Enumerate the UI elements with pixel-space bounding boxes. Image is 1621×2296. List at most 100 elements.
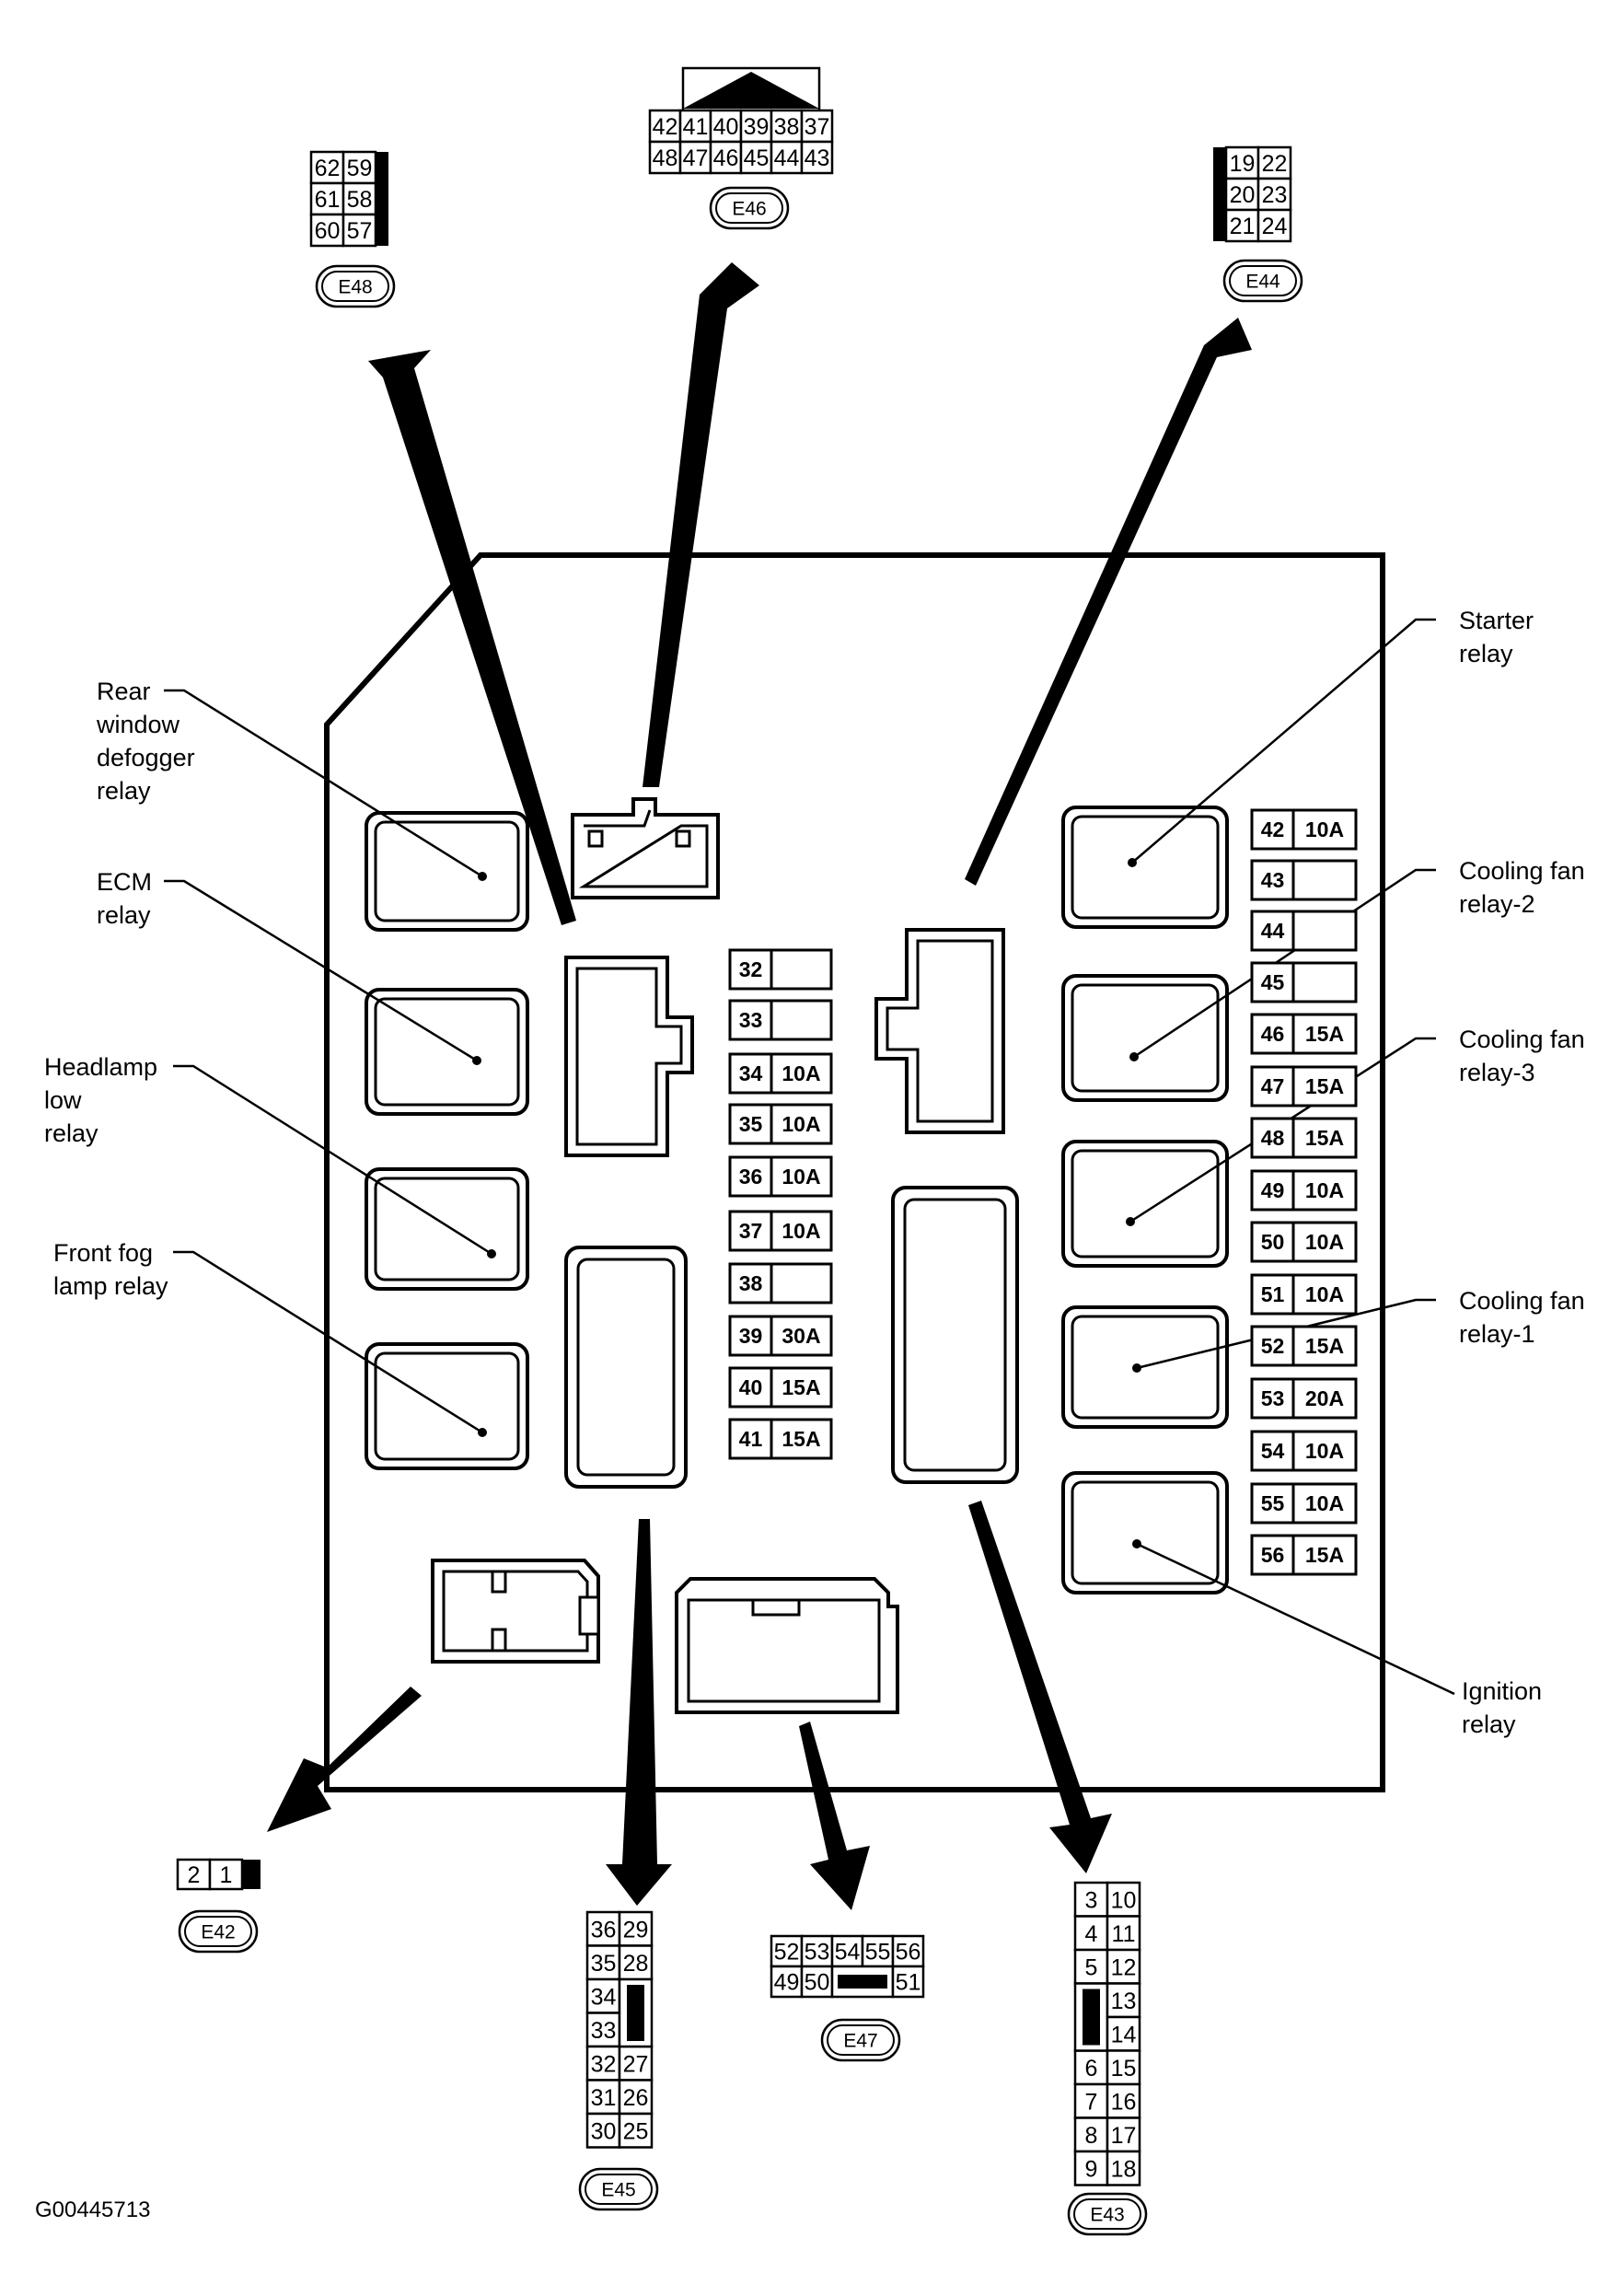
connector-id: E44 — [1245, 272, 1280, 293]
label-headlamp-low-relay: Headlamp — [44, 1053, 157, 1081]
fuse-slot — [1250, 808, 1358, 851]
connector-tag-e44: E44 — [1222, 259, 1303, 303]
label-ignition-line2: relay — [1462, 1710, 1516, 1738]
fuse-rating: 10A — [782, 1165, 820, 1189]
fuse-number: 36 — [739, 1165, 763, 1189]
fuse-slot — [1250, 1534, 1358, 1576]
pin-number: 21 — [1230, 214, 1256, 239]
fuse-slot — [1250, 910, 1358, 952]
connector-id: E43 — [1090, 2205, 1124, 2226]
label-cooling-fan-2-line2: relay-2 — [1459, 890, 1535, 918]
pin-cell — [739, 140, 773, 175]
pin-number: 13 — [1111, 1989, 1137, 2014]
pin-number: 5 — [1085, 1954, 1098, 1980]
fuse-slot — [1250, 859, 1358, 901]
connector-key — [242, 1860, 261, 1889]
fuse-slot — [1250, 1169, 1358, 1212]
pin-cell — [861, 1934, 895, 1968]
pin-number: 2 — [188, 1862, 201, 1888]
pin-cell — [891, 1965, 925, 1999]
fuse-number: 41 — [739, 1427, 763, 1451]
label-cooling-fan-relay-1: Cooling fan — [1459, 1287, 1585, 1315]
pin-cell — [800, 109, 834, 144]
pin-number: 57 — [347, 218, 373, 244]
connector-tag-e45: E45 — [578, 2167, 659, 2211]
fuse-slot — [728, 1262, 833, 1305]
left-relays — [365, 811, 529, 1470]
fuse-slot — [1250, 1221, 1358, 1263]
pin-cell — [618, 2112, 654, 2149]
fuse-rating: 15A — [1305, 1126, 1344, 1150]
arrow-to-e44 — [965, 318, 1252, 886]
fuse-34: 34 10A — [728, 1052, 833, 1095]
label-cooling-fan-relay-3: Cooling fan — [1459, 1026, 1585, 1053]
connector-key — [627, 1985, 644, 2041]
pin-cell — [1256, 208, 1292, 243]
fuse-rating: 10A — [1305, 1178, 1344, 1202]
fuse-rating: 10A — [782, 1061, 820, 1085]
pin-number: 4 — [1085, 1921, 1098, 1947]
pin-number: 12 — [1111, 1954, 1137, 1980]
label-front-fog-line2: lamp relay — [53, 1272, 168, 1300]
pin-number: 56 — [896, 1940, 921, 1966]
fuse-slot — [728, 1052, 833, 1095]
pin-number: 46 — [713, 145, 739, 171]
pin-cell — [830, 1934, 864, 1968]
pin-cell — [770, 140, 804, 175]
fuse-rating: 20A — [1305, 1386, 1344, 1410]
label-headlamp-line3: relay — [44, 1119, 98, 1147]
fuse-rating: 10A — [1305, 818, 1344, 841]
pin-cell — [208, 1858, 244, 1891]
fuse-number: 56 — [1261, 1543, 1285, 1567]
connector-id: E47 — [843, 2031, 877, 2052]
fuse-number: 35 — [739, 1112, 763, 1136]
pin-number: 16 — [1111, 2089, 1137, 2115]
fuse-number: 45 — [1261, 970, 1285, 994]
pin-number: 10 — [1111, 1887, 1137, 1913]
pin-number: 3 — [1085, 1887, 1098, 1913]
pin-number: 50 — [805, 1970, 830, 1996]
connector-arrows — [267, 262, 1252, 1910]
fuse-number: 34 — [739, 1061, 763, 1085]
fuse-rating: 10A — [1305, 1439, 1344, 1463]
arrow-to-e43 — [968, 1501, 1112, 1873]
arrow-to-e45 — [606, 1519, 672, 1906]
fuse-slot — [1250, 1377, 1358, 1420]
label-starter-line2: relay — [1459, 640, 1513, 667]
arrow-to-e47 — [799, 1722, 870, 1910]
connector-tag-e48: E48 — [315, 264, 396, 308]
pin-number: 27 — [623, 2051, 649, 2077]
pin-number: 48 — [653, 145, 678, 171]
pin-number: 49 — [774, 1970, 800, 1996]
pin-number: 60 — [315, 218, 341, 244]
connector-id: E46 — [732, 199, 766, 220]
pin-number: 55 — [865, 1940, 891, 1966]
relay-labels: Rear window defogger relay ECM relay Hea… — [44, 607, 1585, 1738]
fuse-rating: 30A — [782, 1324, 820, 1348]
pin-cell — [309, 181, 345, 216]
pin-number: 40 — [713, 114, 739, 140]
pin-number: 23 — [1262, 182, 1288, 208]
pin-number: 53 — [805, 1940, 830, 1966]
pin-cell — [342, 181, 377, 216]
fuse-slot — [728, 1418, 833, 1460]
fuse-rating: 15A — [782, 1375, 820, 1399]
connector-tag-e42: E42 — [178, 1909, 259, 1954]
pin-number: 17 — [1111, 2123, 1137, 2149]
pin-cell — [309, 150, 345, 185]
label-cooling-fan-relay-2: Cooling fan — [1459, 857, 1585, 885]
pin-cell — [1106, 2049, 1141, 2086]
label-rear-window-line2: window — [96, 711, 180, 738]
fuse-number: 38 — [739, 1271, 763, 1295]
